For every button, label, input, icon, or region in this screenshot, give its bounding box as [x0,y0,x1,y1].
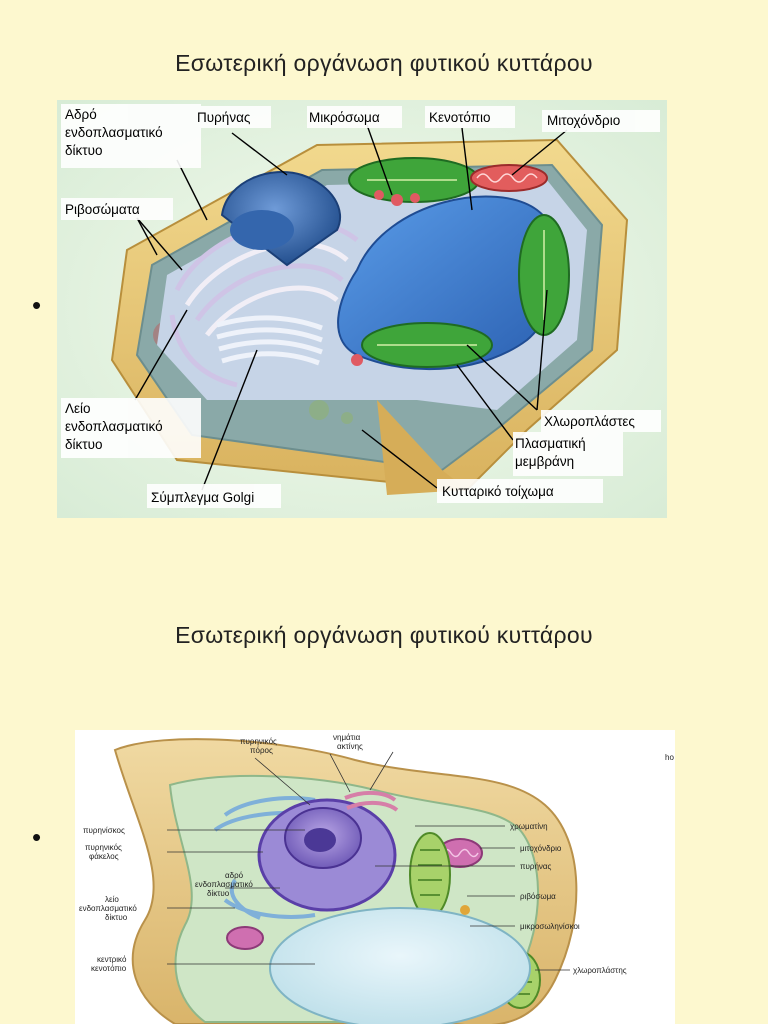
nucleus-2 [257,798,397,912]
label-ribosomes-1: Ριβοσώματα [65,202,140,217]
nucleus-1 [220,170,342,267]
label-central-vacuole-2-line1: κεντρικό [97,955,127,964]
plant-cell-diagram-2: πυρηνικός πόρος νημάτια ακτίνης πυρηνίσκ… [75,730,675,1024]
actin-stacks-2 [344,791,399,812]
slide1-title: Εσωτερική οργάνωση φυτικού κυττάρου [175,50,593,76]
label-rough-er-1-line1: Αδρό [65,107,97,122]
label-nucleus-1: Πυρήνας [197,110,251,125]
label-mitochondrion-1: Μιτοχόνδριο [547,113,620,128]
plant-cell-diagram-1: Αδρό ενδοπλασματικό δίκτυο Πυρήνας Μικρό… [57,100,667,518]
label-vacuole-1: Κενοτόπιο [429,110,491,125]
mitochondrion-1 [470,164,548,192]
label-rough-er-2-line1: αδρό [225,871,244,880]
label-smooth-er-2-line3: δίκτυο [105,913,128,922]
label-ribosome-2: ριβόσωμα [520,892,556,901]
slide1-bullet: • [32,290,42,320]
label-rough-er-1-line3: δίκτυο [65,143,103,158]
label-nuclear-envelope-2-line2: φάκελος [89,852,119,861]
label-smooth-er-2-line2: ενδοπλασματικό [79,904,137,913]
slide2-title: Εσωτερική οργάνωση φυτικού κυττάρου [175,622,593,648]
label-golgi-1: Σύμπλεγμα Golgi [151,490,254,505]
label-chromatin-fibers-2-line2: ακτίνης [337,742,363,751]
label-edge-text-2: ho [665,753,674,762]
mitochondrion-2 [226,838,483,950]
label-smooth-er-2-line1: λείο [105,895,119,904]
label-plasma-membrane-1-line1: Πλασματική [515,436,586,451]
label-chloroplasts-1: Χλωροπλάστες [544,414,635,429]
label-nucleus-2: πυρήνας [520,862,552,871]
label-nuclear-envelope-2-line1: πυρηνικός [85,843,122,852]
label-smooth-er-1-line3: δίκτυο [65,437,103,452]
plant-cell-illustration-1: Αδρό ενδοπλασματικό δίκτυο Πυρήνας Μικρό… [57,100,667,518]
label-chloroplast-2: χλωροπλάστης [573,966,627,975]
label-microtubules-2: μικροσωληνίσκοι [520,922,580,931]
ribosome-2 [460,905,470,915]
label-chromatin-2: χρωματίνη [510,822,548,831]
label-rough-er-2-line2: ενδοπλασματικό [195,880,253,889]
label-chromatin-fibers-2-line1: νημάτια [333,733,361,742]
label-rough-er-1-line2: ενδοπλασματικό [65,125,163,140]
plant-cell-illustration-2: πυρηνικός πόρος νημάτια ακτίνης πυρηνίσκ… [75,730,675,1024]
label-plasma-membrane-1-line2: μεμβράνη [515,454,574,469]
label-cell-wall-1: Κυτταρικό τοίχωμα [442,484,554,499]
label-smooth-er-1-line2: ενδοπλασματικό [65,419,163,434]
label-nuclear-pore-2-line1: πυρηνικός [240,737,277,746]
label-microbody-1: Μικρόσωμα [309,110,380,125]
leader-lines-2 [167,751,570,971]
slide2-bullet: • [32,822,42,852]
label-mitochondrion-2: μιτοχόνδριο [520,844,562,853]
label-boxes-1 [61,104,661,508]
golgi-apparatus-1 [216,315,323,366]
label-rough-er-2-line3: δίκτυο [207,889,230,898]
label-nucleolus-2: πυρηνίσκος [83,826,125,835]
label-smooth-er-1-line1: Λείο [65,401,91,416]
label-central-vacuole-2-line2: κενοτόπιο [91,964,127,973]
leader-lines-1 [134,124,568,491]
central-vacuole-2 [269,907,531,1024]
microbodies-1 [351,190,420,366]
label-nuclear-pore-2-line2: πόρος [250,746,273,755]
